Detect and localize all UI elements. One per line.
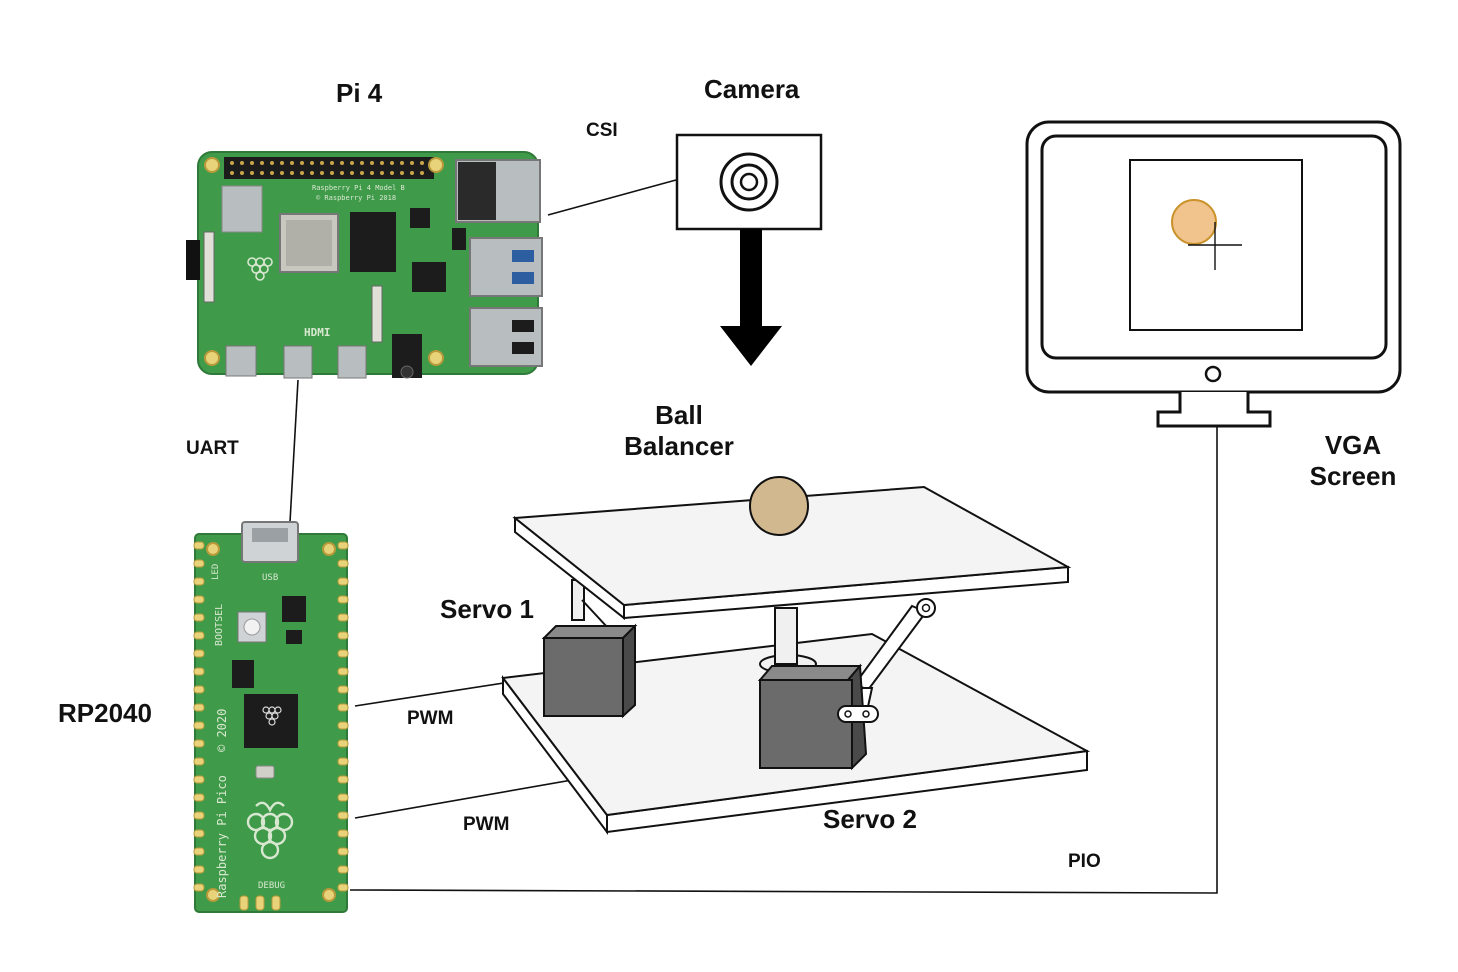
- pico-flash-chip: [282, 596, 306, 622]
- ball-balancer-label-line2: Balancer: [624, 431, 734, 462]
- pi4-model-silkscreen: Raspberry Pi 4 Model B: [312, 184, 405, 192]
- monitor-power-button: [1204, 365, 1222, 383]
- pi4-usb-controller: [412, 262, 446, 292]
- servo-2-label: Servo 2: [823, 804, 917, 834]
- center-post: [774, 607, 798, 665]
- pwm-label-servo1: PWM: [407, 708, 454, 729]
- ball-balancer-label: Ball Balancer: [612, 400, 746, 462]
- pi4-usbc-port: [225, 345, 257, 377]
- pico-brand-silkscreen: Raspberry Pi Pico: [215, 775, 229, 898]
- pi4-hdmi-silkscreen: HDMI: [304, 326, 331, 339]
- pi4-display-connector: [203, 231, 215, 303]
- pi4-hdmi-port-0: [283, 345, 313, 379]
- pico-crystal: [255, 765, 275, 779]
- monitor-stand: [1156, 392, 1272, 428]
- camera: [675, 133, 823, 366]
- pi4-usb3-port: [469, 237, 543, 297]
- ball: [749, 476, 809, 536]
- pi4-usb2-port: [469, 307, 543, 367]
- camera-view-arrow-head: [720, 326, 782, 366]
- pio-wire: [349, 332, 1218, 894]
- vga-screen-label-line2: Screen: [1309, 461, 1397, 492]
- servo-2-horn: [837, 705, 879, 723]
- pio-label: PIO: [1068, 851, 1101, 872]
- pi4-gpio-header: [224, 157, 434, 179]
- camera-label: Camera: [704, 74, 800, 104]
- ball-balancer-rig: [501, 476, 1091, 835]
- vga-monitor: [1025, 120, 1402, 428]
- pi4-mount-hole: [428, 157, 444, 173]
- csi-wire: [547, 179, 677, 216]
- pi4-wifi-module: [221, 185, 263, 233]
- pi4-board: Raspberry Pi 4 Model B © Raspberry Pi 20…: [186, 151, 543, 379]
- screen-ball-icon: [1171, 199, 1217, 245]
- servo-2: [757, 663, 879, 771]
- pico-pins: [193, 541, 349, 911]
- pi4-raspberry-logo: [247, 257, 273, 281]
- pi4-camera-connector: [371, 285, 383, 343]
- vga-screen-label-line1: VGA: [1324, 430, 1382, 460]
- pi4-sd-slot: [186, 240, 200, 280]
- camera-lens-icon: [719, 152, 779, 212]
- pi4-mount-hole: [204, 350, 220, 366]
- rp2040-chip-logo: [262, 706, 282, 726]
- pico-board: USB LED BOOTSEL © 2020 Raspberry Pi Pico…: [193, 521, 349, 913]
- uart-wire: [289, 379, 299, 523]
- servo-1: [541, 623, 638, 719]
- rp2040-chip: [244, 694, 298, 748]
- pi4-mount-hole: [204, 157, 220, 173]
- pi4-copyright-silkscreen: © Raspberry Pi 2018: [316, 194, 396, 202]
- pi4-label: Pi 4: [336, 78, 383, 108]
- ball-balancer-label-line1: Ball: [655, 400, 703, 430]
- pico-bootsel-silkscreen: BOOTSEL: [214, 604, 225, 646]
- pico-led-silkscreen: LED: [211, 564, 221, 580]
- pi4-ram-chip: [350, 212, 396, 272]
- pi4-mount-hole: [428, 350, 444, 366]
- pico-year-silkscreen: © 2020: [215, 709, 229, 752]
- uart-label: UART: [186, 438, 239, 459]
- pwm-label-servo2: PWM: [463, 814, 510, 835]
- vga-screen-label: VGA Screen: [1300, 430, 1406, 492]
- pico-usb-silkscreen: USB: [262, 573, 278, 583]
- csi-label: CSI: [586, 120, 618, 141]
- pi4-hdmi-port-1: [337, 345, 367, 379]
- camera-body: [675, 133, 823, 231]
- rp2040-label: RP2040: [58, 698, 152, 728]
- pico-debug-silkscreen: DEBUG: [258, 881, 285, 891]
- pico-raspberry-logo: [246, 801, 294, 860]
- camera-view-arrow-shaft: [740, 229, 762, 329]
- servo-1-label: Servo 1: [440, 594, 534, 624]
